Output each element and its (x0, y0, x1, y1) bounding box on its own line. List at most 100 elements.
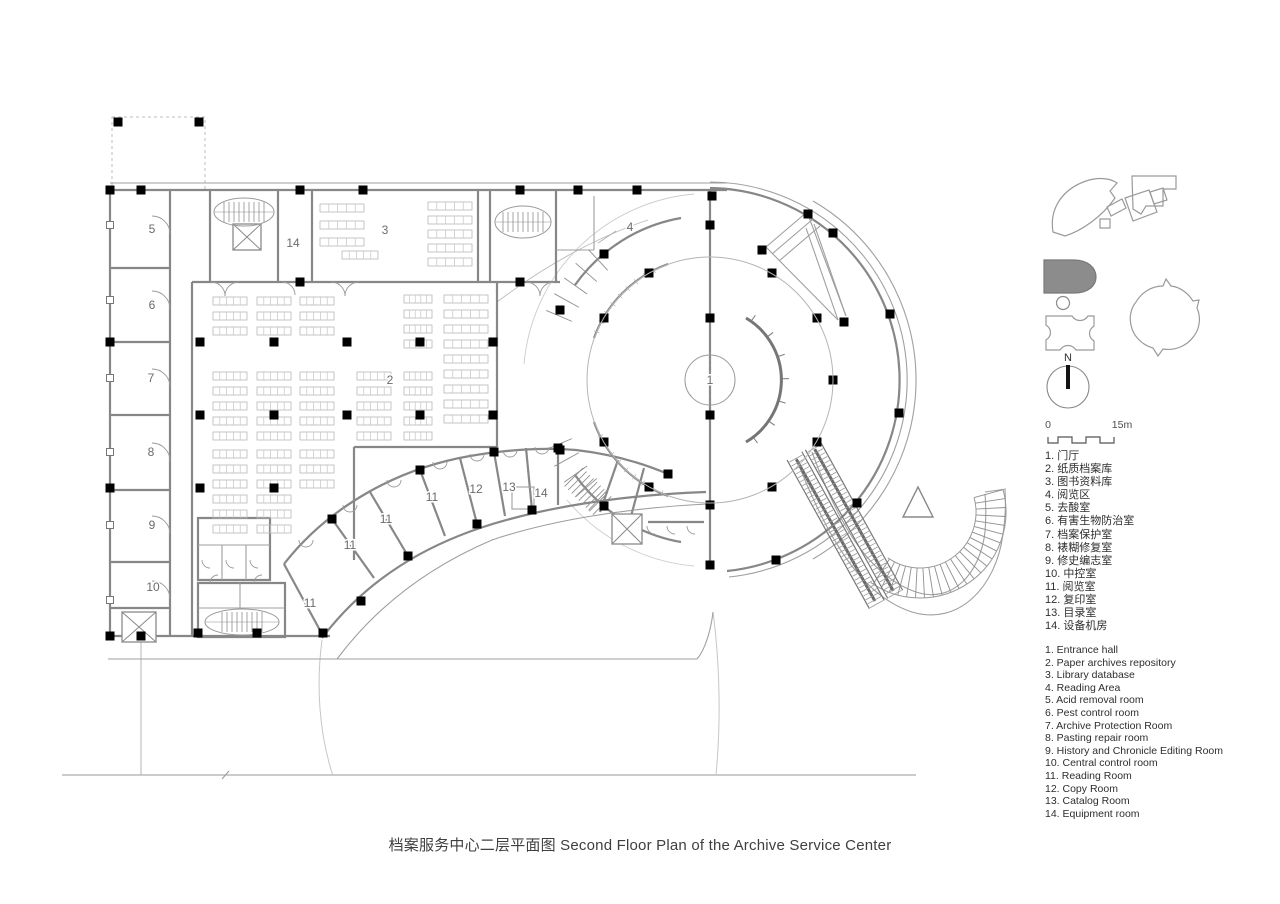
room-labels: 5 6 7 8 9 10 14 3 2 4 1 11 11 11 11 12 1… (145, 219, 715, 612)
column (195, 337, 205, 347)
column (767, 482, 777, 492)
tread-line (588, 489, 609, 511)
tread-line (750, 315, 756, 322)
door-swing (539, 281, 555, 297)
column (195, 410, 205, 420)
north-arrow: N (1046, 352, 1090, 409)
shelf-unit (403, 386, 433, 396)
legend-item: 8. Pasting repair room (1045, 732, 1149, 745)
tread-line (752, 437, 758, 444)
escalator-step (806, 486, 821, 494)
shelf-unit (212, 524, 248, 534)
escalator-step (862, 542, 876, 551)
legend-item: 2. 纸质档案库 (1045, 463, 1113, 476)
escalator-step (875, 566, 889, 575)
tread-line (973, 489, 1004, 498)
column (705, 560, 715, 570)
shelf-unit (299, 296, 335, 306)
escalator-step (863, 588, 877, 597)
tread-line (969, 537, 997, 552)
escalator-step (868, 554, 883, 563)
detail-line (771, 218, 814, 255)
shelf-unit (427, 243, 473, 253)
wall-jamb (106, 596, 114, 604)
shelf-unit (256, 524, 292, 534)
detail-line (811, 451, 987, 596)
escalator-step (841, 548, 856, 557)
tread-line (778, 400, 786, 404)
escalator-step (888, 589, 902, 598)
escalator-icon (786, 441, 904, 609)
door-swings (151, 215, 696, 600)
wall (331, 518, 375, 579)
door-swing (525, 281, 541, 297)
wall (369, 491, 409, 557)
column (415, 465, 425, 475)
room-label-2: 2 (387, 373, 394, 387)
column (632, 185, 642, 195)
wall (709, 186, 901, 573)
shelf-unit (319, 220, 365, 230)
escalator-rail (804, 449, 889, 599)
shelf-unit (403, 371, 433, 381)
legend-item: 7. 档案保护室 (1045, 528, 1113, 541)
scale-bar-line (1047, 436, 1115, 444)
scale-end: 15m (1112, 419, 1133, 431)
column (358, 185, 368, 195)
escalator-step (842, 507, 856, 516)
tread-line (975, 507, 1006, 510)
door-swing (646, 525, 656, 535)
curved-stair-treads (545, 249, 1007, 599)
column (252, 628, 262, 638)
shelf-unit (299, 401, 335, 411)
column (812, 313, 822, 323)
escalator-step (881, 578, 896, 587)
shelf-unit (356, 371, 392, 381)
shelf-unit (299, 311, 335, 321)
column (318, 628, 328, 638)
escalator-step (810, 493, 825, 502)
tread-line (777, 353, 785, 358)
column (415, 337, 425, 347)
stair-tread (571, 474, 591, 494)
shelf-unit (212, 416, 248, 426)
tread-line (554, 452, 580, 467)
column (705, 220, 715, 230)
elevator-icon (232, 223, 262, 251)
tread-line (934, 565, 943, 596)
door-swing (151, 580, 171, 600)
tread-line (945, 561, 960, 589)
shelf-unit (443, 399, 489, 409)
legend-item: 14. Equipment room (1045, 807, 1140, 820)
site-lines (62, 116, 916, 780)
escalator-step (789, 454, 803, 463)
detail-line (696, 611, 714, 660)
stair-arc (887, 497, 977, 569)
shelf-unit (341, 250, 379, 260)
escalator-step (866, 550, 880, 559)
tread-line (959, 551, 982, 574)
door-swing (666, 525, 676, 535)
detail-line (778, 225, 821, 262)
tread-line (939, 564, 952, 593)
tread-line (972, 531, 1001, 544)
column (515, 277, 525, 287)
escalator-step (855, 530, 870, 539)
door-swing (502, 449, 518, 458)
legend-item: 4. Reading Area (1045, 681, 1121, 694)
column (573, 185, 583, 195)
legend-item: 8. 裱糊修复室 (1045, 541, 1113, 554)
wall-jamb (106, 521, 114, 529)
escalator-step (846, 515, 861, 524)
shelf-unit (403, 324, 433, 334)
legend-item: 10. 中控室 (1045, 567, 1097, 580)
escalator-step (819, 509, 834, 518)
shelf-unit (443, 354, 489, 364)
north-arrow-needle (1066, 365, 1070, 389)
escalator-step (848, 519, 863, 528)
escalator-step (843, 552, 858, 561)
escalator-step (816, 460, 830, 469)
walls (108, 186, 901, 639)
shelf-unit (212, 311, 248, 321)
